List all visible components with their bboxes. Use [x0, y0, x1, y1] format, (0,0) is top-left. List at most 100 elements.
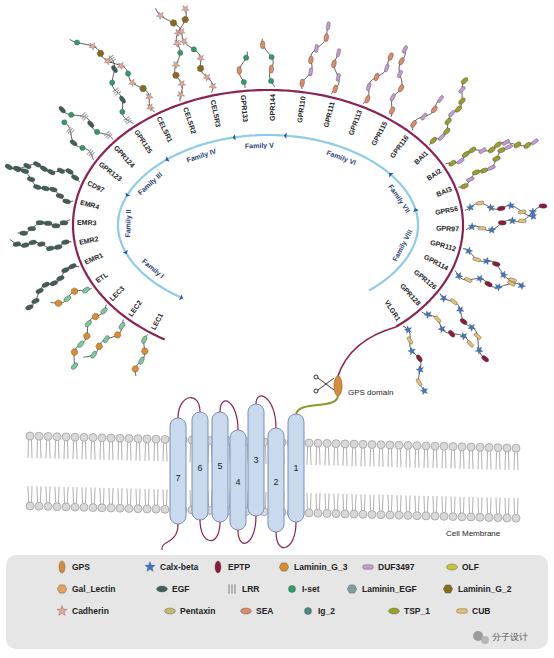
domain-star	[487, 204, 495, 212]
domain-chain	[429, 78, 467, 145]
lipid-tail	[136, 489, 138, 505]
lipid-tail	[166, 443, 168, 461]
domain-oval	[484, 280, 493, 288]
legend-swatch	[54, 604, 70, 618]
domain-star	[518, 282, 526, 290]
domain-circle	[94, 129, 99, 134]
lipid-tail	[463, 497, 465, 513]
domain-pill	[472, 257, 481, 262]
helix-number: 4	[235, 478, 240, 487]
lipid-tail	[427, 450, 429, 468]
domain-hexagon	[443, 585, 452, 593]
helix-number: 5	[217, 462, 222, 471]
lipid-tail	[94, 488, 96, 504]
domain-star	[468, 324, 476, 331]
domain-circle	[244, 55, 249, 60]
lrr-line	[231, 584, 232, 593]
gps-domain	[334, 376, 342, 396]
domain-pill	[518, 210, 526, 215]
receptor-label: GPR114	[423, 254, 450, 272]
lipid-head	[512, 514, 520, 522]
lipid-head	[152, 435, 160, 443]
legend-text: SEA	[256, 607, 273, 616]
receptor-label: BAI1	[412, 149, 428, 165]
lipid-tail	[355, 448, 357, 466]
lipid-head	[125, 434, 133, 442]
lipid-tail	[361, 494, 363, 510]
lipid-tail	[148, 489, 150, 505]
receptor-label: EMR4	[79, 199, 100, 211]
lipid-head	[422, 512, 430, 520]
domain-pill	[448, 110, 456, 118]
lrr-line	[234, 584, 235, 593]
lipid-tail	[46, 440, 48, 458]
domain-circle	[120, 109, 125, 114]
lipid-head	[494, 514, 502, 522]
lipid-head	[494, 444, 502, 452]
family-label: Family II	[124, 210, 132, 238]
domain-star	[529, 208, 537, 215]
domain-oval	[460, 183, 469, 190]
family-arrowhead	[165, 156, 169, 161]
domain-lrr	[80, 112, 88, 120]
domain-chain	[445, 142, 534, 164]
lipid-tail	[127, 442, 129, 460]
lipid-tail	[472, 497, 474, 513]
domain-pill	[384, 64, 390, 73]
lipid-tail	[343, 494, 345, 510]
domain-chain	[455, 271, 523, 288]
lipid-head	[98, 504, 106, 512]
lipid-tail	[328, 493, 330, 509]
legend-swatch	[344, 582, 360, 596]
receptor-label: BAI3	[435, 185, 452, 198]
domain-pill	[326, 22, 330, 30]
lipid-head	[332, 440, 340, 448]
domain-star	[408, 347, 415, 355]
loop	[200, 520, 220, 541]
family-arrowhead	[179, 295, 183, 300]
domain-oval	[13, 166, 22, 172]
domain-hexagon	[141, 348, 148, 354]
receptor-label: GPR126	[412, 268, 437, 290]
lipid-tail	[91, 488, 93, 504]
lipid-head	[62, 503, 70, 511]
lipid-head	[53, 433, 61, 441]
domain-star	[89, 43, 97, 51]
domain-oval	[46, 245, 55, 251]
lipid-tail	[514, 452, 516, 470]
lipid-tail	[469, 497, 471, 513]
lipid-tail	[337, 448, 339, 466]
family-label: Family III	[136, 171, 163, 196]
lipid-tail	[451, 451, 453, 469]
domain-oval	[69, 139, 78, 147]
domain-oval	[49, 186, 58, 192]
lipid-tail	[364, 448, 366, 466]
lipid-tail	[121, 488, 123, 504]
domain-chain	[465, 203, 535, 216]
lipid-tail	[85, 441, 87, 459]
lipid-tail	[328, 447, 330, 465]
legend-swatch	[360, 560, 376, 574]
domain-star	[509, 217, 517, 224]
legend-swatch	[210, 560, 226, 574]
lipid-tail	[505, 452, 507, 470]
domain-star	[146, 93, 154, 101]
lipid-head	[44, 432, 52, 440]
lipid-head	[386, 441, 394, 449]
lipid-tail	[400, 495, 402, 511]
domain-chain	[64, 122, 93, 160]
receptor-label: GPR115	[370, 120, 389, 147]
domain-hexagon	[182, 16, 189, 23]
lipid-tail	[499, 498, 501, 514]
arc-link	[338, 327, 396, 376]
domain-circle	[269, 78, 274, 83]
lipid-tail	[136, 443, 138, 461]
domain-star	[172, 62, 180, 69]
domain-oval	[308, 56, 313, 64]
lipid-tail	[118, 442, 120, 460]
helix-number: 7	[175, 474, 180, 483]
legend-swatch	[238, 604, 254, 618]
lipid-tail	[130, 488, 132, 504]
lipid-tail	[265, 492, 267, 508]
lipid-tail	[28, 440, 30, 458]
